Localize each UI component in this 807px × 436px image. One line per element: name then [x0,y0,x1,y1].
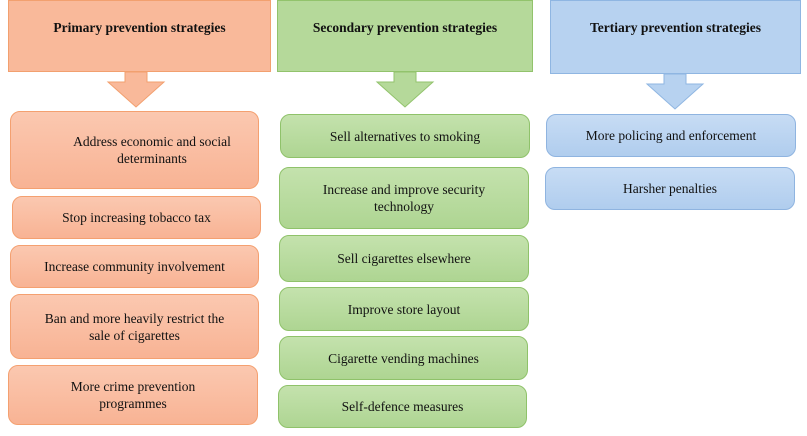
tertiary-header-title: Tertiary prevention strategies [590,20,761,35]
secondary-down-arrow-icon [375,72,435,108]
primary-item: Address economic and social determinants [10,111,259,189]
primary-item: Stop increasing tobacco tax [12,196,261,239]
tertiary-down-arrow-icon [645,74,705,110]
primary-item: More crime prevention programmes [8,365,258,425]
secondary-item: Self-defence measures [278,385,527,428]
secondary-item: Improve store layout [279,287,529,331]
secondary-item: Sell cigarettes elsewhere [279,235,529,282]
tertiary-header: Tertiary prevention strategies [550,0,801,74]
secondary-header-title: Secondary prevention strategies [312,20,498,35]
secondary-item: Sell alternatives to smoking [280,114,530,158]
secondary-item: Increase and improve security technology [279,167,529,229]
primary-header-title: Primary prevention strategies [53,20,226,35]
primary-item: Ban and more heavily restrict the sale o… [10,294,259,359]
tertiary-item: Harsher penalties [545,167,795,210]
secondary-item: Cigarette vending machines [279,336,528,380]
tertiary-item: More policing and enforcement [546,114,796,157]
primary-header: Primary prevention strategies [8,0,271,72]
secondary-header: Secondary prevention strategies [277,0,533,72]
primary-down-arrow-icon [106,72,166,108]
primary-item: Increase community involvement [10,245,259,288]
